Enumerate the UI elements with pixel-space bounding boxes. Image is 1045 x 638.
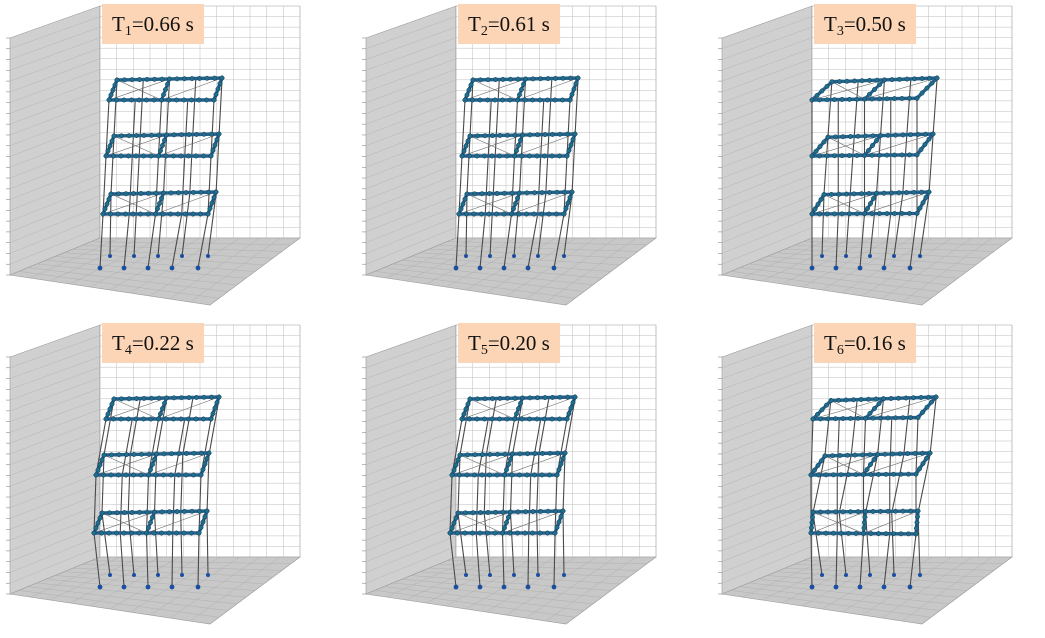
columns (811, 79, 938, 269)
floor-slab-3 (462, 75, 581, 103)
period-symbol: T (112, 331, 125, 355)
period-value: =0.20 s (487, 331, 550, 355)
period-index: 1 (124, 24, 132, 39)
mode-panel-5: T5=0.20 s (356, 319, 704, 638)
side-wall-grid (9, 335, 101, 584)
floor-slab-2 (809, 131, 936, 159)
floor-grid (730, 237, 1004, 303)
support-nodes (809, 254, 922, 271)
mode-shape-plot (718, 324, 1013, 625)
side-wall-grid (365, 16, 457, 265)
vertical-axis-ticks (718, 37, 722, 276)
floor-slab-2 (808, 450, 933, 478)
columns (455, 79, 579, 269)
support-nodes (97, 254, 210, 271)
mode-panel-6: T6=0.16 s (712, 319, 1045, 638)
back-wall-grid (100, 6, 300, 238)
period-value: =0.22 s (131, 331, 194, 355)
period-label-6: T6=0.16 s (814, 323, 916, 363)
floor-grid (374, 237, 648, 303)
floor-slab-1 (91, 508, 210, 536)
period-label-5: T5=0.20 s (458, 323, 560, 363)
floor-slab-1 (808, 508, 921, 537)
period-label-2: T2=0.61 s (458, 4, 560, 44)
floor-slab-1 (809, 189, 932, 217)
mode-shape-plot (6, 324, 301, 625)
mode-shape-plot (362, 324, 657, 625)
support-nodes (809, 573, 922, 590)
floor-slab-3 (459, 394, 578, 422)
mode-panel-1: T1=0.66 s (0, 0, 348, 319)
floor-slab-3 (809, 75, 940, 103)
period-value: =0.16 s (843, 331, 906, 355)
mode-panel-2: T2=0.61 s (356, 0, 704, 319)
floor-grid (730, 556, 1004, 622)
mode-shape-plot (718, 5, 1013, 306)
period-index: 3 (836, 24, 844, 39)
period-symbol: T (112, 12, 125, 36)
vertical-axis-ticks (6, 37, 10, 276)
period-index: 4 (124, 343, 132, 358)
vertical-axis-ticks (6, 356, 10, 595)
floor-grid (18, 237, 292, 303)
columns (449, 398, 576, 588)
mode-shape-plot (362, 5, 657, 306)
vertical-axis-ticks (362, 356, 366, 595)
side-wall-grid (365, 335, 457, 584)
support-nodes (453, 573, 566, 590)
support-nodes (97, 573, 210, 590)
mode-shape-plot (6, 5, 301, 306)
floor-slab-2 (449, 450, 568, 478)
period-value: =0.61 s (487, 12, 550, 36)
floor-slab-1 (100, 189, 219, 217)
floor-slab-2 (103, 131, 222, 159)
floor-slab-1 (447, 508, 566, 536)
period-index: 6 (836, 343, 844, 358)
side-wall-grid (9, 16, 101, 265)
columns (99, 79, 223, 269)
period-index: 2 (480, 24, 488, 39)
period-label-1: T1=0.66 s (102, 4, 204, 44)
period-label-4: T4=0.22 s (102, 323, 204, 363)
period-index: 5 (480, 343, 488, 358)
period-symbol: T (824, 331, 837, 355)
floor-grid (18, 556, 292, 622)
mode-panel-4: T4=0.22 s (0, 319, 348, 638)
period-symbol: T (468, 331, 481, 355)
side-wall-grid (721, 335, 813, 584)
period-value: =0.50 s (843, 12, 906, 36)
floor-slab-1 (456, 189, 575, 217)
floor-slab-2 (459, 131, 578, 159)
period-value: =0.66 s (131, 12, 194, 36)
mode-panel-3: T3=0.50 s (712, 0, 1045, 319)
vertical-axis-ticks (718, 356, 722, 595)
period-symbol: T (468, 12, 481, 36)
floor-slab-2 (93, 450, 212, 478)
period-label-3: T3=0.50 s (814, 4, 916, 44)
support-nodes (453, 254, 566, 271)
floor-slab-3 (103, 394, 222, 422)
side-wall-grid (721, 16, 813, 265)
period-symbol: T (824, 12, 837, 36)
floor-slab-3 (810, 394, 939, 422)
vertical-axis-ticks (362, 37, 366, 276)
floor-slab-3 (106, 75, 225, 103)
